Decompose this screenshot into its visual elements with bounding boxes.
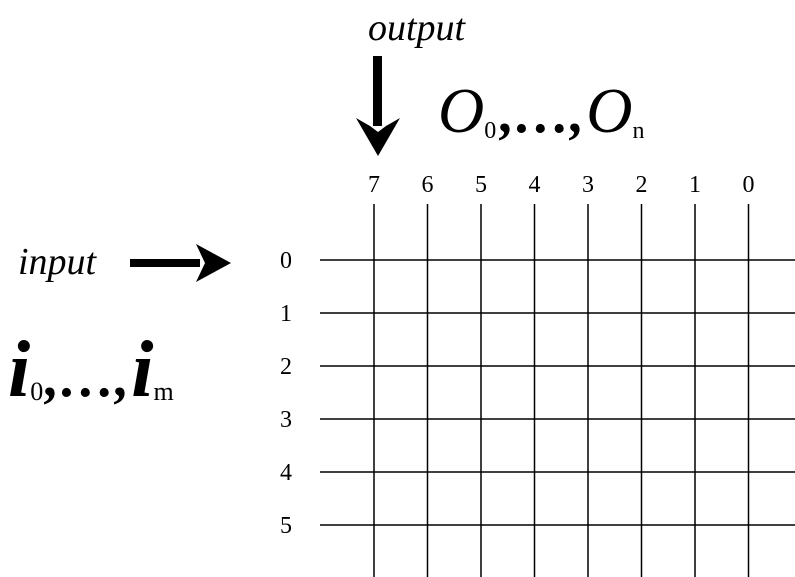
output-label: output bbox=[368, 7, 467, 49]
row-label-5: 5 bbox=[280, 513, 292, 539]
input-separator: ,…, bbox=[43, 347, 129, 409]
row-label-2: 2 bbox=[280, 354, 292, 380]
row-label-1: 1 bbox=[280, 301, 292, 327]
output-first-sub: 0 bbox=[484, 118, 496, 144]
column-label-0: 0 bbox=[743, 172, 755, 198]
output-separator: ,…, bbox=[498, 83, 584, 145]
input-last-sub: m bbox=[153, 377, 173, 406]
input-first-sub: 0 bbox=[30, 377, 43, 406]
output-set-formula: O0,…,On bbox=[438, 75, 644, 146]
input-arrow-icon bbox=[130, 244, 231, 282]
column-label-5: 5 bbox=[475, 172, 487, 198]
column-label-2: 2 bbox=[636, 172, 648, 198]
column-label-4: 4 bbox=[529, 172, 541, 198]
input-last-var: i bbox=[131, 326, 153, 414]
row-label-3: 3 bbox=[280, 407, 292, 433]
row-label-0: 0 bbox=[280, 248, 292, 274]
output-last-sub: n bbox=[632, 118, 644, 144]
column-label-1: 1 bbox=[689, 172, 701, 198]
row-label-4: 4 bbox=[280, 460, 292, 486]
input-set-formula: i0,…,im bbox=[8, 326, 174, 414]
input-label: input bbox=[18, 241, 98, 283]
input-first-var: i bbox=[8, 326, 30, 414]
output-last-var: O bbox=[586, 75, 632, 146]
output-arrow-icon bbox=[356, 56, 400, 156]
column-label-6: 6 bbox=[422, 172, 434, 198]
column-label-3: 3 bbox=[582, 172, 594, 198]
crossbar-grid: 7 6 5 4 3 2 1 0 0 1 2 3 4 5 bbox=[280, 172, 795, 577]
column-label-7: 7 bbox=[368, 172, 380, 198]
output-first-var: O bbox=[438, 75, 484, 146]
